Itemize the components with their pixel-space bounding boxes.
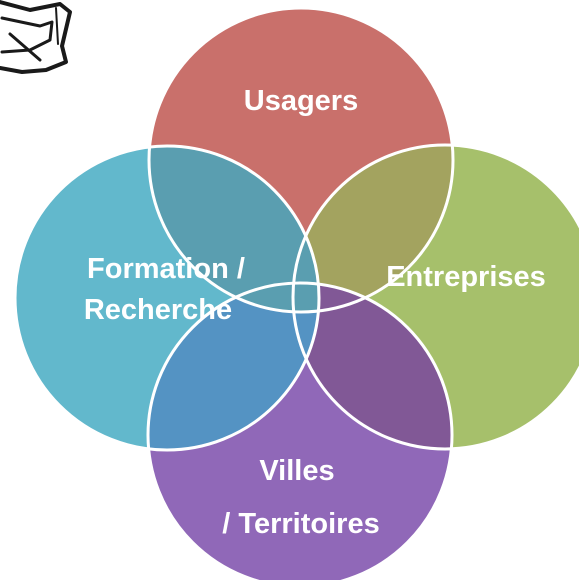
hand-drawn-arrow-icon — [0, 0, 72, 74]
label-formation-recherche: Formation / Recherche — [84, 253, 253, 326]
label-usagers: Usagers — [244, 85, 358, 117]
label-entreprises: Entreprises — [386, 261, 546, 293]
label-villes-territoires: Villes / Territoires — [222, 455, 379, 540]
circle-outlines — [13, 6, 579, 580]
